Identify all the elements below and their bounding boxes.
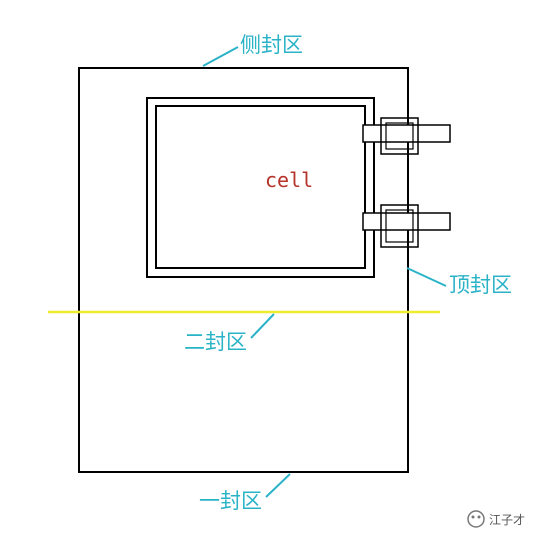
secondary-seal-leader-line — [250, 313, 275, 339]
wechat-icon-dot-2 — [477, 515, 481, 519]
wechat-icon-dot — [471, 515, 475, 519]
pouch-outline — [78, 67, 409, 473]
primary-seal-leader-line — [265, 473, 291, 498]
top-seal-leader-line — [406, 267, 447, 287]
lower-tab — [362, 204, 451, 248]
cell-outer-frame — [146, 97, 375, 278]
cell-inner-frame — [155, 105, 366, 269]
wechat-icon — [467, 510, 485, 528]
top-seal-label: 顶封区 — [449, 273, 512, 297]
primary-seal-label: 一封区 — [199, 489, 262, 513]
watermark: 江子才 — [467, 510, 525, 528]
cell-label: cell — [265, 168, 313, 192]
upper-tab — [362, 117, 451, 155]
side-seal-leader-line — [202, 46, 239, 67]
watermark-text: 江子才 — [489, 513, 525, 527]
secondary-seal-label: 二封区 — [184, 330, 247, 354]
side-seal-label: 侧封区 — [240, 33, 303, 57]
